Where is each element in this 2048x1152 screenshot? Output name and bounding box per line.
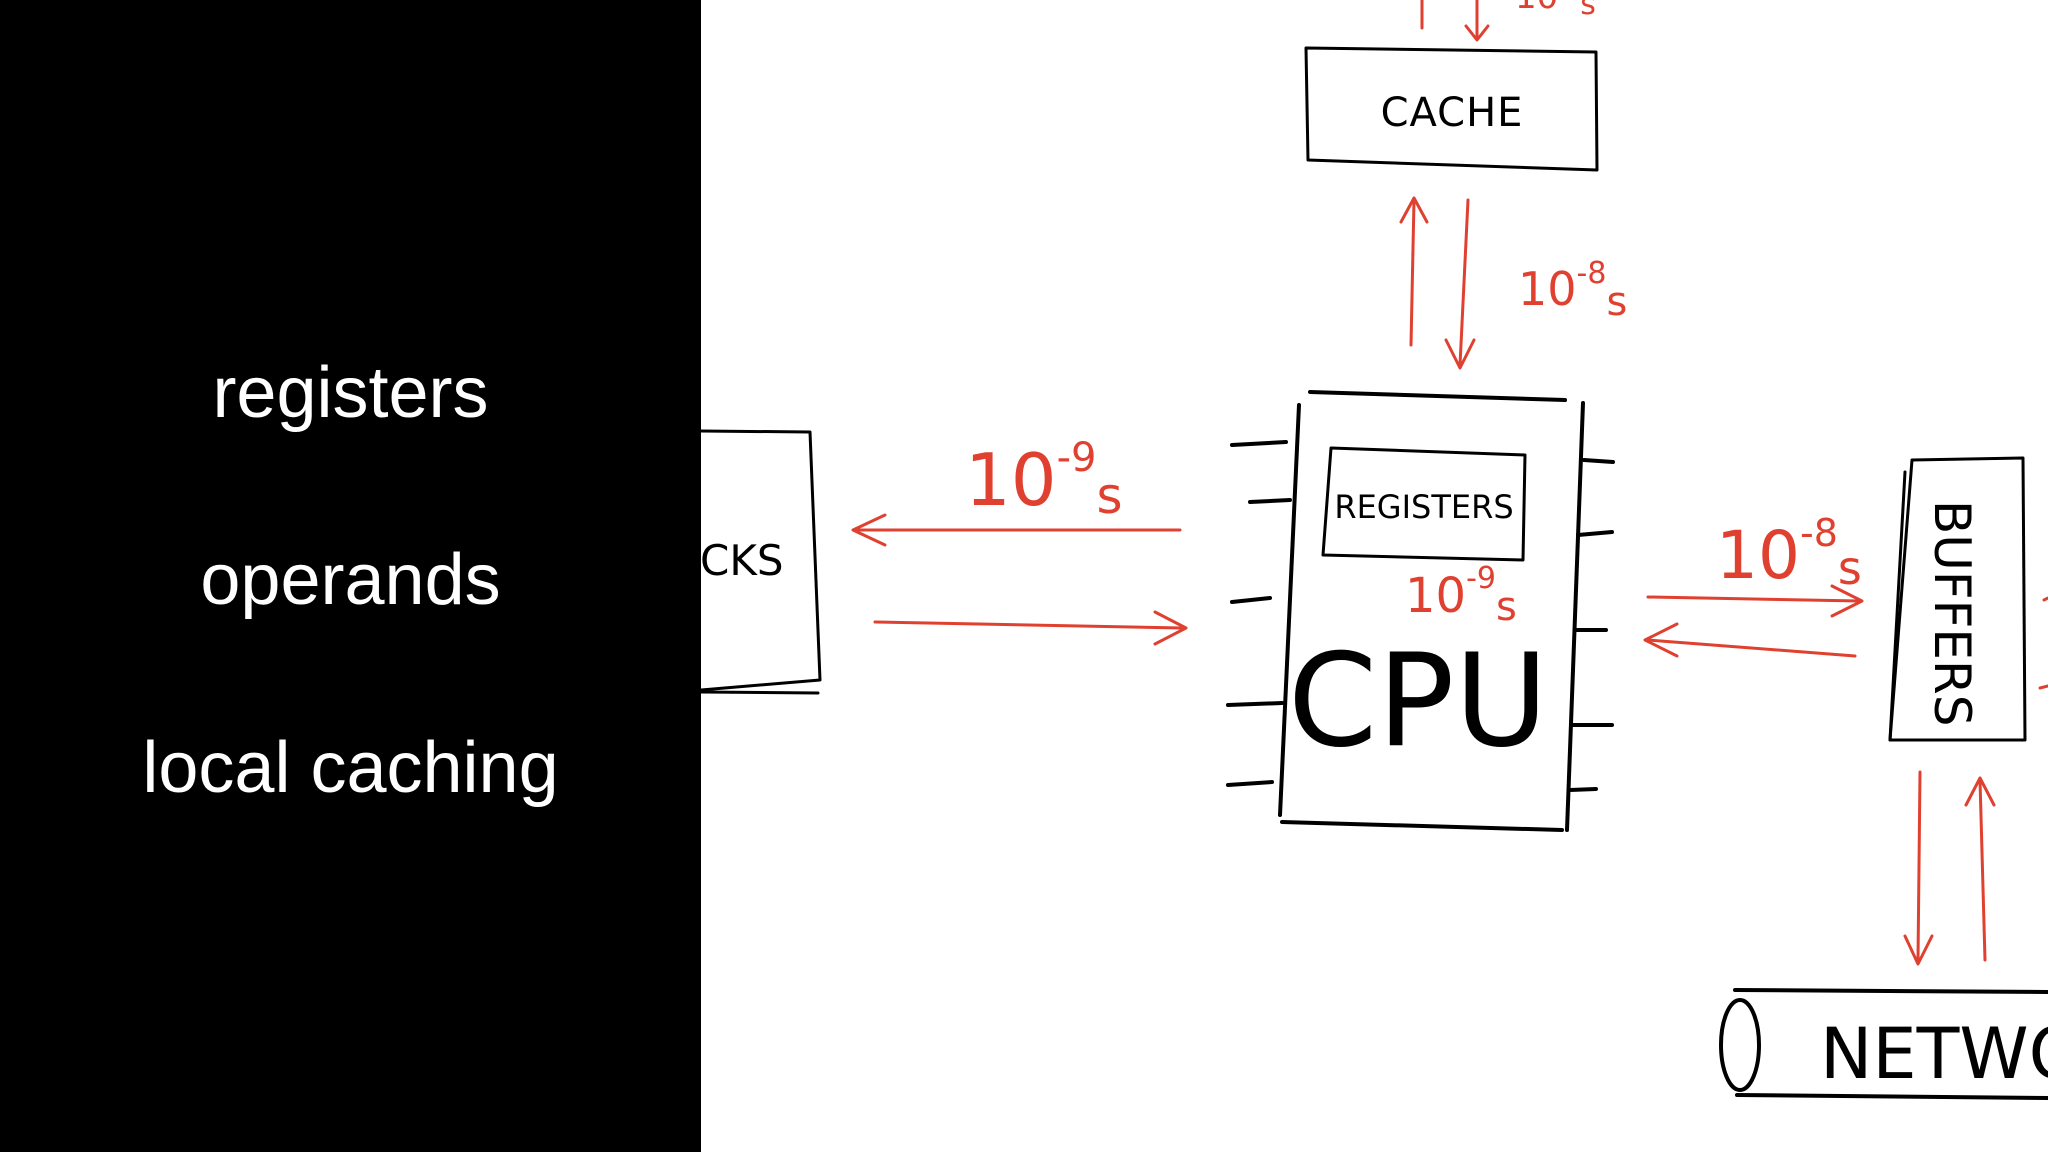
cpu-buffers-latency: 10-8s [1716,511,1862,595]
cpu-buffers-arrows [1643,584,1864,658]
buffers-label: BUFFERS [1923,500,1981,727]
registers-cpu-latency: 10-9s [1405,561,1517,630]
slide-item-operands: operands [200,540,501,620]
network-box: NETWOR [1719,988,2048,1100]
blocks-cpu-arrows [851,513,1188,646]
cpu-label: CPU [1288,627,1548,776]
buffers-box: BUFFERS [1888,456,2027,742]
left-panel: registers operands local caching [0,0,701,1152]
top-arrows [1420,0,1490,42]
cache-label: CACHE [1381,90,1524,136]
registers-label: REGISTERS [1334,488,1513,526]
memory-hierarchy-diagram: 10-8s CACHE 10-8s CPU REGIST [701,0,2048,1100]
blocks-label: CKS [701,536,784,585]
cache-cpu-latency: 10-8s [1518,256,1627,325]
buffers-right-arrow-stub [2042,596,2048,602]
top-latency-label: 10-8s [1515,0,1596,22]
network-label: NETWOR [1820,1013,2048,1095]
cpu-box: CPU [1226,390,1615,832]
cache-cpu-arrows [1399,196,1476,370]
slide-item-local-caching: local caching [142,728,559,808]
buffers-network-arrows [1903,770,1996,966]
registers-box: REGISTERS [1321,446,1527,562]
blocks-box: CKS [701,429,822,695]
blocks-cpu-latency: 10-9s [965,435,1123,525]
cache-box: CACHE [1304,46,1599,172]
slide-item-registers: registers [212,353,489,433]
buffers-right-arrow-stub-2 [2038,684,2048,690]
